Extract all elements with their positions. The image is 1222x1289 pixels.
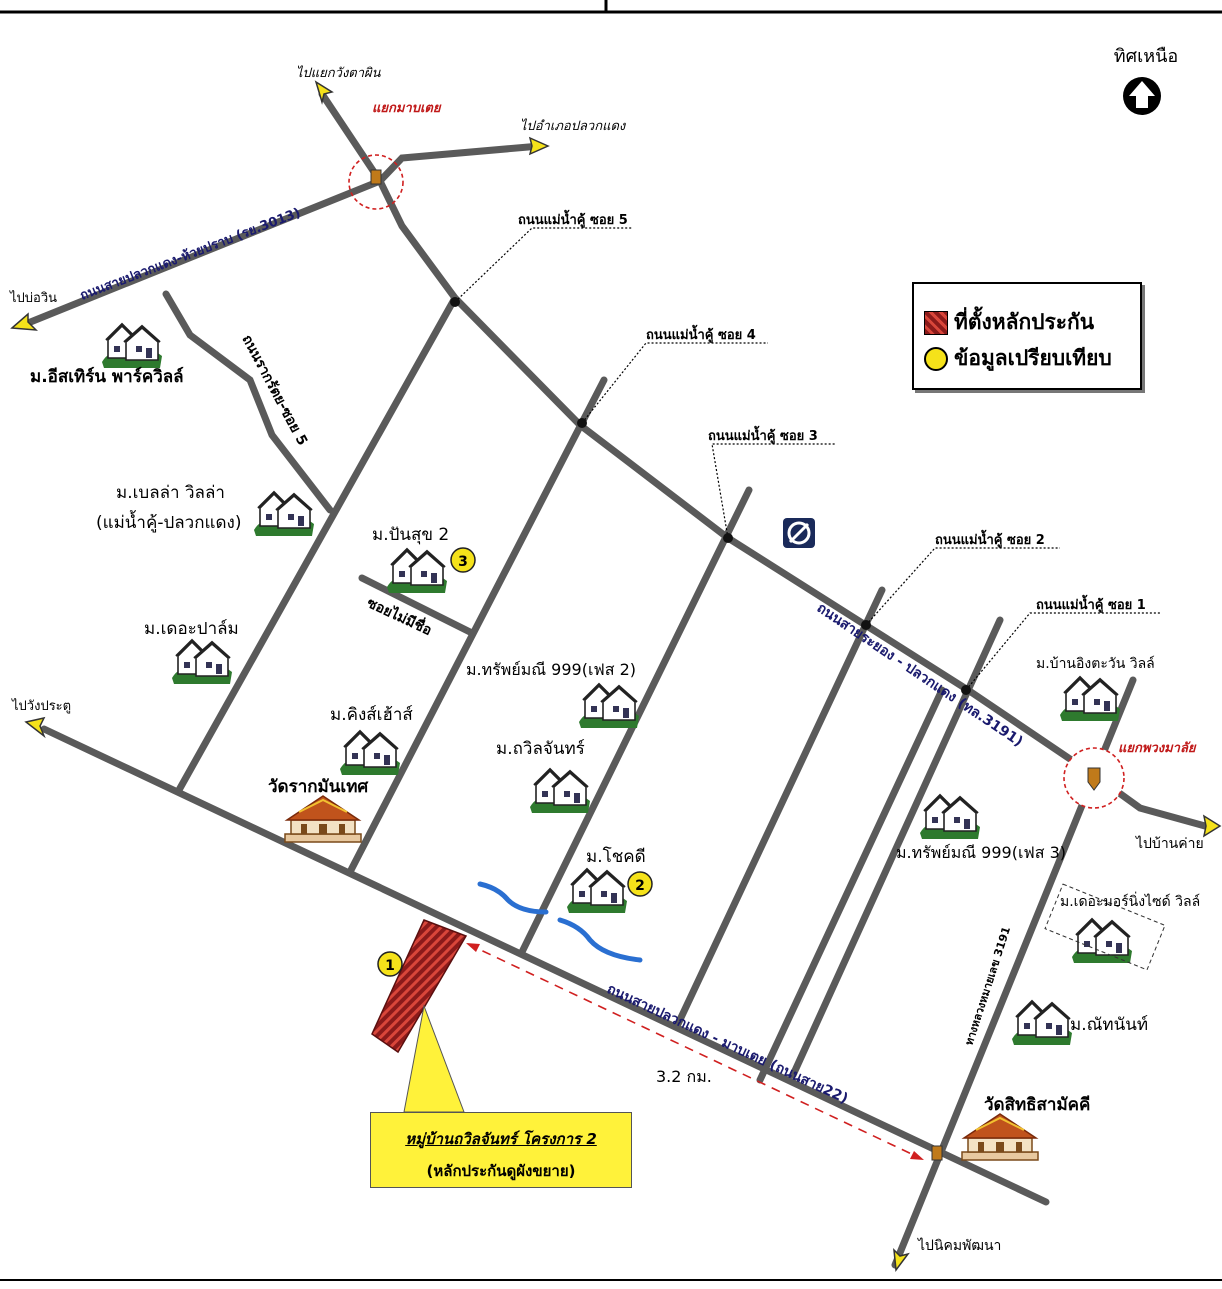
collateral-plot — [371, 919, 468, 1054]
arrow-bankhai-icon — [1202, 814, 1222, 838]
house-icon-morning — [1071, 918, 1133, 964]
marker-2: 2 — [627, 871, 653, 897]
label-kings: ม.คิงส์เฮ้าส์ — [330, 705, 413, 725]
legend-collateral-label: ที่ตั้งหลักประกัน — [954, 310, 1095, 334]
road-label-3013: ถนนสายปลวกแดง-ห้วยปราบ (รย.3013) — [78, 205, 303, 304]
svg-text:2: 2 — [635, 878, 645, 894]
dir-wangtapin: ไปแยกวังตาผิน — [296, 65, 382, 81]
direction-arrows — [10, 80, 1222, 1272]
road-label-22: ถนนสายปลวกแดง - มาบเตย (ถนนสาย22) — [604, 981, 850, 1107]
junction-top-icon — [370, 169, 382, 185]
soi1-label: ถนนแม่น้ำคู้ ซอย 1 — [1036, 594, 1146, 613]
label-chokdee: ม.โชคดี — [586, 846, 646, 867]
junction-markers — [348, 154, 1125, 1161]
arrow-east-icon — [528, 136, 550, 156]
label-morning: ม.เดอะมอร์นิ่งไซด์ วิลล์ — [1060, 892, 1200, 910]
soi-leaders — [454, 227, 1160, 691]
callout-title: หมู่บ้านถวิลจันทร์ โครงการ 2 — [405, 1130, 597, 1148]
label-sapmanee2: ม.ทรัพย์มณี 999(เฟส 2) — [466, 660, 636, 679]
arrow-south-icon — [893, 1247, 910, 1272]
road-east-spur — [376, 142, 544, 185]
road-unnamed — [358, 574, 476, 637]
legend-collateral: ที่ตั้งหลักประกัน — [924, 306, 1094, 339]
north-label: ทิศเหนือ — [1114, 46, 1178, 67]
arrow-west-icon — [10, 312, 38, 331]
road-soi1 — [789, 616, 1004, 1079]
arrow-wangpratu-icon — [24, 716, 46, 739]
distance-line — [466, 943, 924, 1160]
label-sapmanee3: ม.ทรัพย์มณี 999(เฟส 3) — [896, 843, 1066, 862]
morning-plot-outline — [1044, 883, 1166, 971]
label-pansuk: ม.ปันสุข 2 — [372, 525, 449, 545]
label-bella-1: ม.เบลล่า วิลล่า — [116, 483, 225, 503]
house-icon-tawinchan — [529, 768, 591, 814]
collateral-callout: หมู่บ้านถวิลจันทร์ โครงการ 2 (หลักประกัน… — [370, 1112, 632, 1188]
road-soi-b — [756, 686, 946, 1084]
comparable-markers: 1 2 3 — [377, 547, 653, 977]
label-tawinchan: ม.ถวิลจันทร์ — [496, 739, 585, 759]
house-icon-baaning — [1059, 676, 1121, 722]
label-eastern: ม.อีสเทิร์น พาร์ควิลล์ — [30, 366, 184, 387]
road-rakchai-soi5 — [162, 290, 334, 514]
legend-comparable: ข้อมูลเปรียบเทียบ — [924, 342, 1112, 375]
house-icon-sapmanee3 — [919, 794, 981, 840]
house-icon-kings — [339, 730, 401, 776]
house-icon-natnan — [1011, 1000, 1073, 1046]
svg-text:1: 1 — [385, 958, 395, 974]
legend-comparable-label: ข้อมูลเปรียบเทียบ — [954, 346, 1112, 370]
collateral-swatch-icon — [924, 310, 948, 335]
dir-pluakdaeng: ไปอำเภอปลวกแดง — [520, 118, 627, 134]
road-soi2 — [674, 586, 886, 1028]
arrow-north-icon — [314, 80, 334, 105]
label-bella-2: (แม่น้ำคู้-ปลวกแดง) — [96, 510, 241, 533]
house-icon-chokdee — [566, 868, 628, 914]
dir-wangpratu: ไปวังประตู — [11, 698, 71, 714]
junction-bottom-icon — [931, 1145, 943, 1161]
house-icon-pansuk — [386, 548, 448, 594]
distance-label: 3.2 กม. — [656, 1067, 712, 1086]
label-natnan: ม.ณัทนันท์ — [1070, 1015, 1148, 1035]
road-soi5 — [175, 294, 459, 794]
road-label-rakchai: ถนนรากรัตย-ซอย 5 — [238, 332, 310, 448]
junction-right-icon — [1087, 767, 1101, 791]
soi3-label: ถนนแม่น้ำคู้ ซอย 3 — [708, 425, 818, 444]
label-baaning: ม.บ้านอิงตะวัน วิลล์ — [1036, 655, 1155, 672]
marker-3: 3 — [450, 547, 476, 573]
house-icon-sapmanee2 — [578, 683, 640, 729]
junction-top-circle — [348, 154, 404, 210]
house-icon-eastern — [101, 323, 163, 369]
callout-subtitle: (หลักประกันดูผังขยาย) — [426, 1162, 576, 1180]
dir-bowin: ไปบ่อวิน — [9, 290, 57, 306]
dir-bankhai: ไปบ้านค่าย — [1135, 835, 1204, 852]
label-palm: ม.เดอะปาล์ม — [144, 619, 239, 639]
label-wat-sit: วัดสิทธิสามัคคี — [984, 1094, 1090, 1115]
north-arrow: ทิศเหนือ — [1114, 46, 1178, 115]
road-3191 — [376, 177, 1209, 830]
comparable-swatch-icon — [924, 346, 948, 371]
legend: ที่ตั้งหลักประกัน ข้อมูลเปรียบเทียบ — [912, 282, 1142, 390]
soi5-label: ถนนแม่น้ำคู้ ซอย 5 — [518, 209, 628, 228]
house-icon-bella — [253, 491, 315, 537]
temple-icon-rak — [284, 795, 362, 843]
road-north-spur — [318, 90, 384, 185]
temple-icon-sit — [961, 1113, 1039, 1161]
svg-text:3: 3 — [458, 554, 468, 570]
soi-dots — [450, 297, 971, 695]
soi2-label: ถนนแม่น้ำคู้ ซอย 2 — [935, 529, 1045, 548]
junction-right-label: แยกพวงมาลัย — [1118, 741, 1197, 756]
junction-top-label: แยกมาบเตย — [372, 101, 442, 116]
label-wat-rak: วัดรากมันเทศ — [268, 777, 369, 797]
gas-station-icon — [783, 518, 815, 548]
dir-nikhom: ไปนิคมพัฒนา — [917, 1237, 1001, 1254]
house-icons — [101, 323, 1133, 1046]
road-soi4 — [346, 376, 608, 876]
road-3013 — [24, 177, 384, 327]
water-streams — [477, 881, 643, 963]
road-22 — [40, 725, 1050, 1206]
house-icon-palm — [171, 639, 233, 685]
soi4-label: ถนนแม่น้ำคู้ ซอย 4 — [646, 324, 756, 343]
marker-1: 1 — [377, 951, 403, 977]
